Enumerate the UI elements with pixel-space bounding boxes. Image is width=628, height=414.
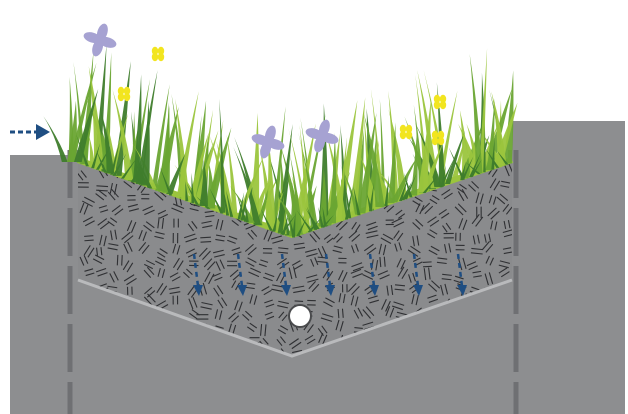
right-curb (512, 121, 625, 414)
underdrain-pipe (289, 305, 311, 327)
